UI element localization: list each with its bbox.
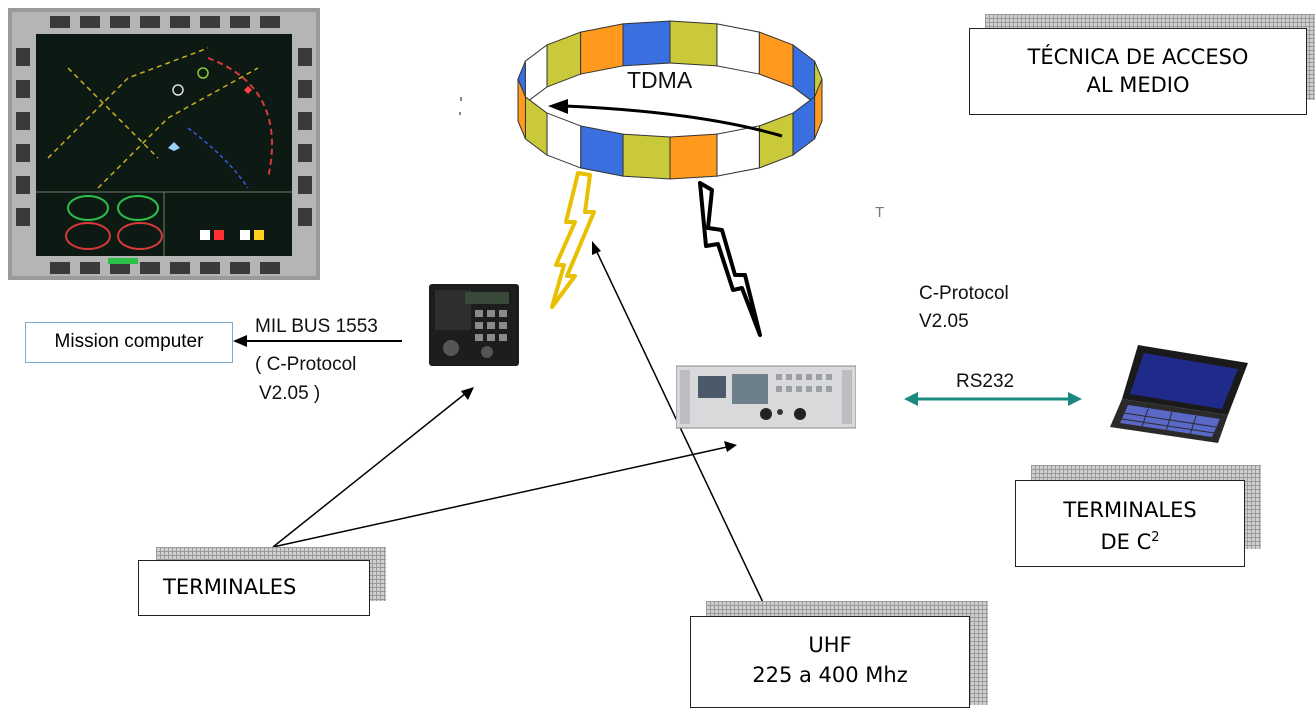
stray-mark: T [875, 204, 885, 221]
uhf-box-line2: 225 a 400 Mhz [752, 663, 908, 687]
stray-dot [460, 97, 462, 101]
aircraft-radio-image [425, 278, 523, 370]
laptop-icon [1108, 343, 1258, 453]
lightning-yellow-icon [550, 171, 596, 309]
access-technique-box: TÉCNICA DE ACCESO AL MEDIO [969, 28, 1307, 115]
mil-bus-label: MIL BUS 1553 [255, 316, 378, 337]
ground-radio-image [676, 362, 856, 432]
lightning-black-icon [698, 181, 762, 337]
c-protocol-left-line1: ( C-Protocol [255, 354, 357, 375]
c2-box-line2-prefix: DE C [1100, 530, 1152, 554]
access-box-line2: AL MEDIO [1086, 73, 1190, 97]
stray-dot [459, 112, 461, 115]
c2-box-line1: TERMINALES [1063, 498, 1197, 522]
c-protocol-left-line2: V2.05 ) [259, 383, 321, 404]
mission-computer-label: Mission computer [54, 331, 204, 352]
terminals-box-label: TERMINALES [163, 575, 297, 599]
uhf-box: UHF 225 a 400 Mhz [690, 616, 970, 708]
c2-box-superscript: 2 [1151, 530, 1160, 545]
c2-box-line2: DE C2 [1016, 524, 1244, 556]
uhf-box-line1: UHF [808, 633, 852, 657]
terminals-box: TERMINALES [138, 560, 370, 616]
tdma-slot [517, 78, 526, 140]
c-protocol-right-line1: C-Protocol [919, 283, 1009, 304]
cockpit-display-image [8, 8, 320, 280]
access-box-line1: TÉCNICA DE ACCESO [1027, 45, 1249, 69]
tdma-label: TDMA [627, 67, 693, 93]
mission-computer-box: Mission computer [25, 322, 233, 363]
c-protocol-right-line2: V2.05 [919, 311, 969, 332]
rs232-label: RS232 [956, 371, 1015, 392]
c2-terminals-box: TERMINALES DE C2 [1015, 480, 1245, 567]
